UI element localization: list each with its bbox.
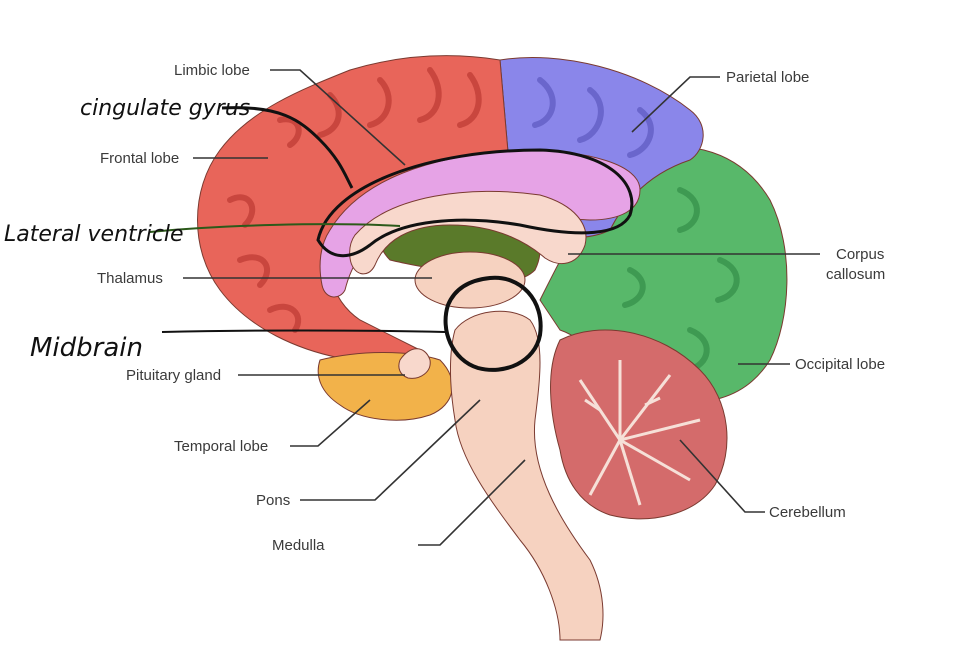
label-pons: Pons xyxy=(256,492,290,509)
label-limbic-lobe: Limbic lobe xyxy=(174,62,250,79)
midbrain-circle xyxy=(443,275,543,372)
label-thalamus: Thalamus xyxy=(97,270,163,287)
label-pituitary-gland: Pituitary gland xyxy=(126,367,221,384)
midbrain-leader xyxy=(161,329,446,333)
cingulate-leader xyxy=(221,106,354,189)
parietal-gyri xyxy=(532,77,654,158)
cingulate-outline xyxy=(316,148,634,258)
cerebellum-arbor-vitae xyxy=(578,360,701,506)
label-temporal-lobe: Temporal lobe xyxy=(174,438,268,455)
label-occipital-lobe: Occipital lobe xyxy=(795,356,885,373)
brainstem-region xyxy=(450,310,604,641)
handwritten-midbrain: Midbrain xyxy=(30,333,143,363)
temporal-lobe-region xyxy=(317,352,453,421)
cerebellum-region xyxy=(550,329,728,520)
label-frontal-lobe: Frontal lobe xyxy=(100,150,179,167)
thalamus-region xyxy=(414,251,526,309)
label-parietal-lobe: Parietal lobe xyxy=(726,69,809,86)
label-corpus-callosum-line1: Corpus xyxy=(836,246,884,263)
lateral-ventricle-leader xyxy=(149,223,401,233)
corpus-callosum-region xyxy=(349,190,587,275)
label-cerebellum: Cerebellum xyxy=(769,504,846,521)
label-corpus-callosum-line2: callosum xyxy=(826,266,885,283)
pituitary-gland-region xyxy=(398,348,431,379)
handwritten-cingulate-gyrus: cingulate gyrus xyxy=(80,96,250,121)
handwritten-lateral-ventricle: Lateral ventricle xyxy=(4,222,184,247)
label-medulla: Medulla xyxy=(272,537,325,554)
frontal-gyri xyxy=(227,67,482,333)
leader-lines xyxy=(183,69,820,546)
